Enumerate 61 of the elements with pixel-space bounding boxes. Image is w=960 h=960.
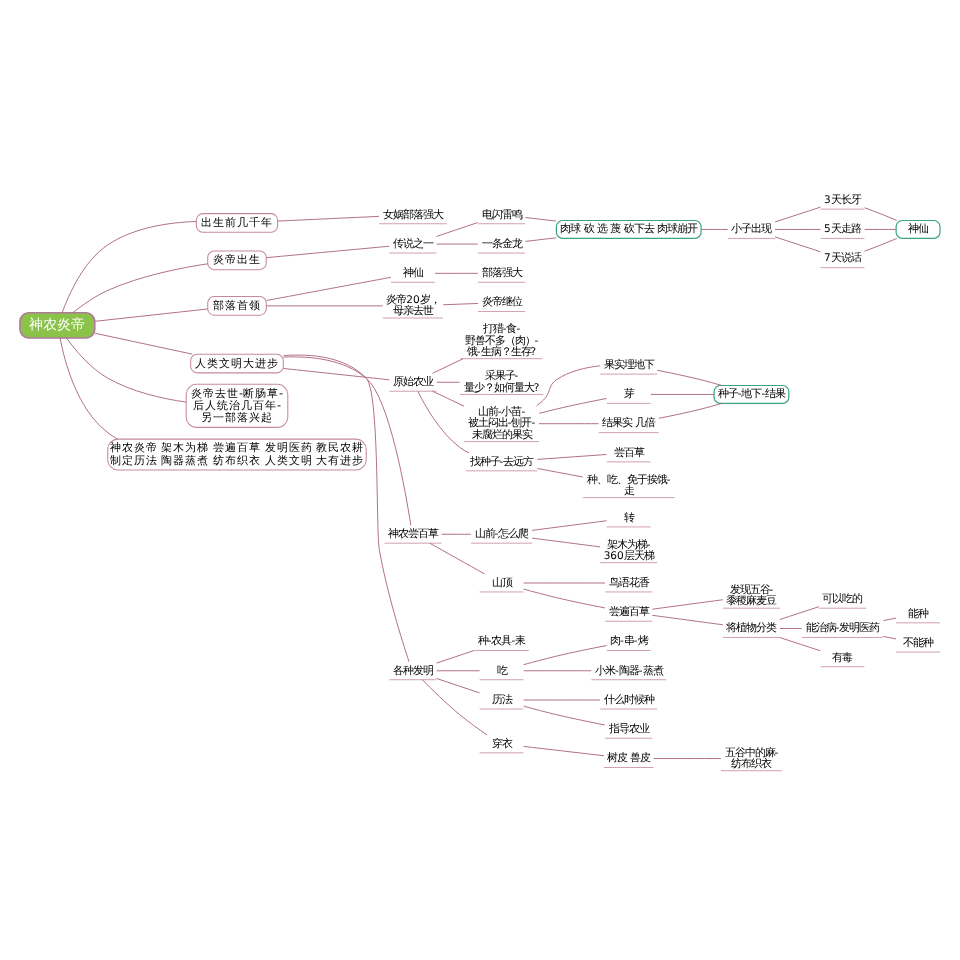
- connector: [266, 244, 390, 258]
- connector: [282, 355, 412, 525]
- connector: [441, 532, 472, 534]
- connector: [538, 422, 600, 424]
- connector: [436, 242, 479, 244]
- connector: [651, 613, 724, 625]
- connector: [531, 519, 608, 530]
- connector: [523, 644, 608, 665]
- connector: [774, 205, 821, 222]
- connector: [72, 262, 209, 313]
- connector: [524, 216, 557, 221]
- connector: [283, 353, 410, 662]
- connector: [864, 206, 898, 220]
- connector: [524, 236, 557, 241]
- connector: [523, 669, 592, 671]
- connector: [536, 453, 607, 459]
- connector: [94, 331, 193, 354]
- connector: [66, 336, 187, 402]
- connector: [882, 634, 897, 639]
- connector: [882, 616, 897, 621]
- connector: [651, 598, 724, 609]
- connector: [523, 587, 606, 608]
- connector: [864, 236, 898, 251]
- connector: [523, 698, 601, 700]
- connector: [429, 541, 486, 574]
- connector: [656, 368, 723, 385]
- connector: [266, 275, 392, 300]
- connector: [434, 271, 479, 273]
- connector: [779, 636, 821, 651]
- connector: [436, 649, 475, 663]
- connector: [650, 392, 715, 394]
- connector: [536, 467, 584, 477]
- connector: [59, 336, 118, 439]
- connector: [417, 389, 470, 453]
- connector: [523, 704, 606, 725]
- connector: [523, 744, 605, 756]
- connector: [774, 227, 821, 229]
- connector: [531, 536, 601, 547]
- connector: [422, 678, 488, 735]
- connector: [774, 235, 821, 252]
- connector: [282, 366, 390, 380]
- connector: [442, 301, 479, 305]
- connector: [658, 401, 723, 418]
- connector: [436, 221, 479, 236]
- connector: [523, 581, 606, 583]
- connector: [779, 605, 820, 619]
- connector: [779, 627, 803, 628]
- connector: [94, 307, 208, 321]
- connector: [266, 304, 384, 306]
- connector: [436, 380, 460, 382]
- connector: [864, 227, 897, 229]
- connector: [436, 669, 480, 671]
- connector: [536, 364, 601, 406]
- connector: [700, 227, 729, 229]
- connector: [538, 396, 608, 413]
- connector: [653, 757, 722, 759]
- connector: [432, 389, 465, 406]
- connector: [61, 220, 197, 313]
- connector: [277, 214, 380, 221]
- connector: [436, 677, 480, 693]
- connector: [432, 357, 464, 373]
